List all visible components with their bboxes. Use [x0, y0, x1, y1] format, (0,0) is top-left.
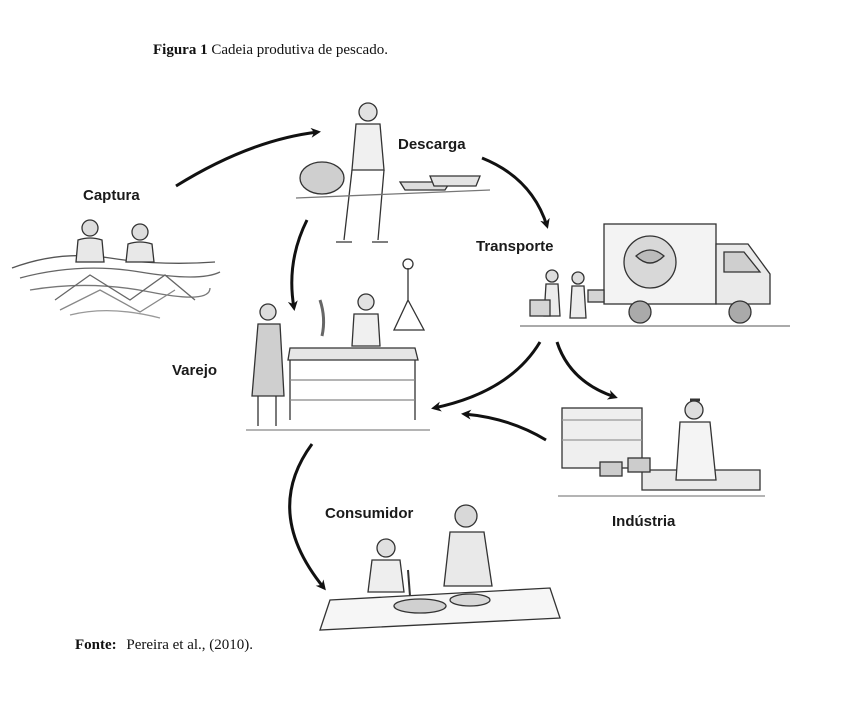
transporte-illustration [520, 223, 790, 327]
source-text: Pereira et al., (2010). [126, 637, 254, 653]
flow-arrows [175, 127, 618, 591]
figure-source: Fonte: Pereira et al., (2010). [75, 637, 253, 654]
arrow-descarga-transporte [481, 156, 550, 229]
arrow-varejo-consumidor [288, 443, 326, 591]
figure-caption: Figura 1 Cadeia produtiva de pescado. [153, 42, 388, 59]
consumidor-illustration [319, 504, 561, 631]
stage-label-varejo: Varejo [172, 362, 217, 379]
source-label: Fonte: [75, 637, 117, 653]
arrow-industria-varejo [461, 409, 547, 442]
industria-illustration [558, 398, 765, 497]
figure-title: Cadeia produtiva de pescado. [211, 42, 388, 58]
stage-label-industria: Indústria [612, 513, 676, 530]
descarga-illustration [295, 102, 491, 243]
varejo-illustration [246, 258, 430, 431]
arrow-captura-descarga [175, 127, 321, 188]
arrow-transporte-industria [555, 341, 618, 400]
stage-label-consumidor: Consumidor [325, 505, 413, 522]
figure-number: Figura 1 [153, 42, 208, 58]
stage-label-captura: Captura [83, 187, 140, 204]
arrow-descarga-varejo [287, 219, 309, 311]
stage-label-descarga: Descarga [398, 136, 466, 153]
arrow-transporte-varejo [431, 341, 542, 412]
captura-illustration [11, 219, 221, 319]
stage-label-transporte: Transporte [476, 238, 554, 255]
